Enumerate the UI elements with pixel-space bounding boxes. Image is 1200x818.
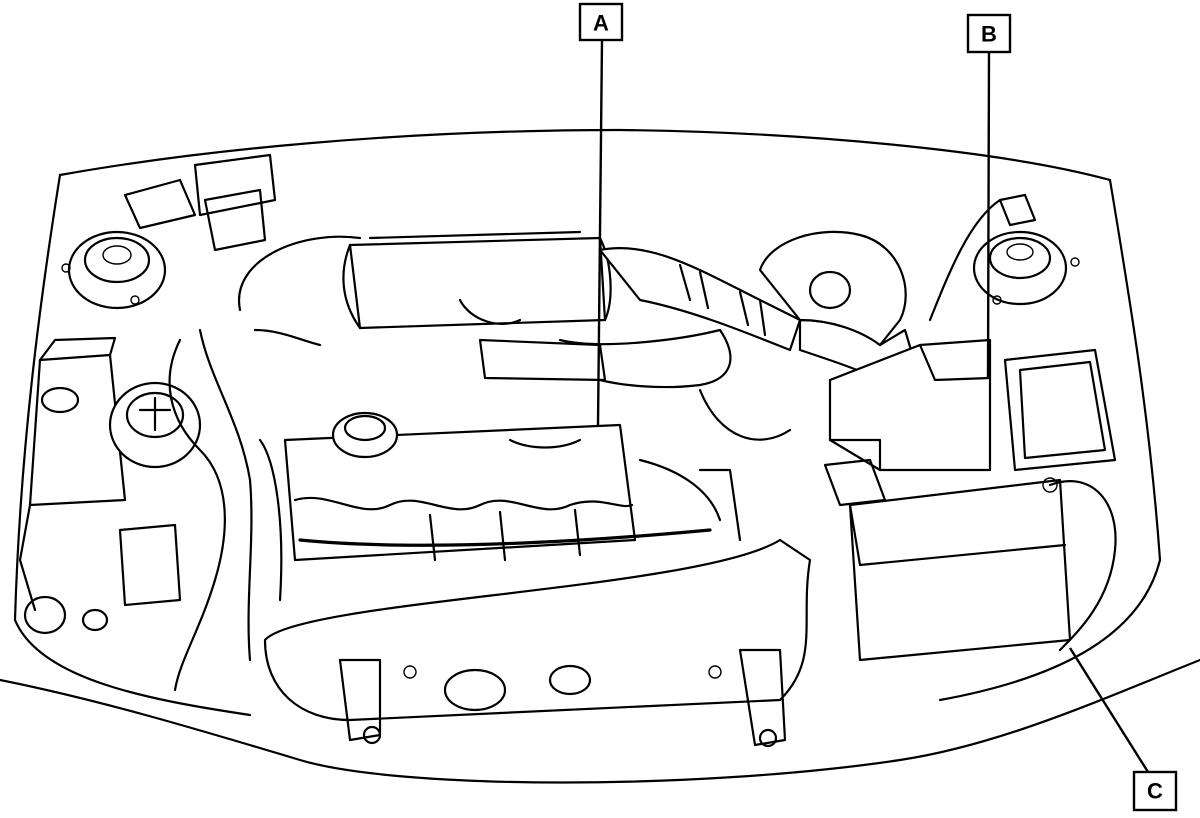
callout-c: C <box>1068 647 1178 812</box>
left-strut-tower <box>61 230 167 310</box>
callout-b: B <box>966 13 1012 379</box>
right-strut-tower <box>972 230 1080 306</box>
power-steering-reservoir <box>23 381 202 635</box>
ignition-wires <box>298 458 742 562</box>
left-wiring-harness <box>168 328 283 692</box>
body-outline <box>0 128 1200 784</box>
brake-booster <box>758 230 907 347</box>
callout-c-label: C <box>1147 779 1163 804</box>
battery <box>823 458 1117 662</box>
coolant-reservoir <box>18 336 127 612</box>
cylinder-head <box>283 411 637 562</box>
callout-b-label: B <box>981 22 997 47</box>
air-intake-housing <box>342 230 612 330</box>
relay-box <box>1003 348 1117 472</box>
hoses <box>237 193 1037 441</box>
callout-a: A <box>578 2 624 426</box>
wiper-motor <box>123 153 277 252</box>
air-filter-box <box>828 338 992 472</box>
callout-a-label: A <box>593 11 609 36</box>
front-intake-pipe <box>263 538 812 748</box>
